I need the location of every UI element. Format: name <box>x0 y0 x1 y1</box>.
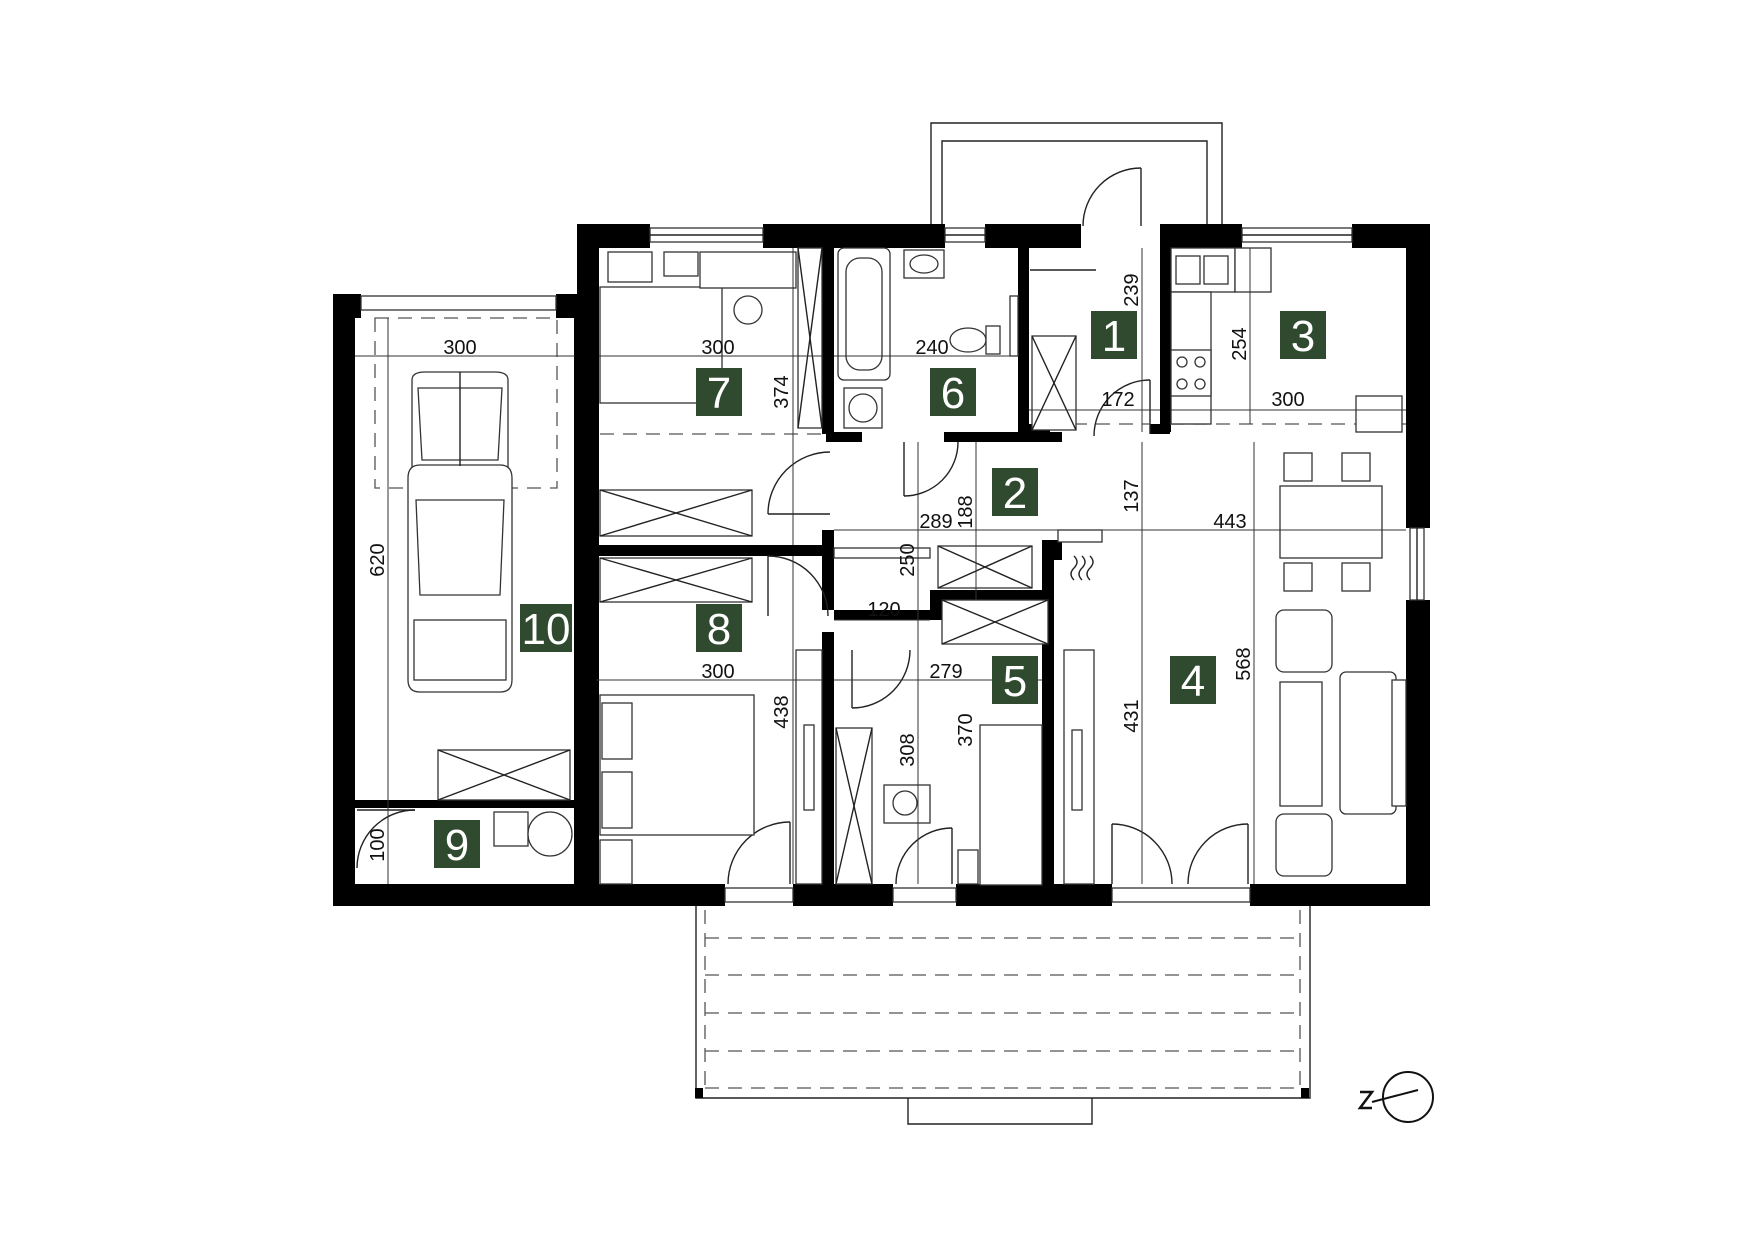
dim-room8-depth: 438 <box>771 695 793 728</box>
room-badges: 1 2 3 4 5 6 7 8 9 10 <box>434 311 1326 870</box>
svg-text:2: 2 <box>1003 469 1027 518</box>
dim-room7-width: 300 <box>701 337 734 359</box>
dim-living-d1: 431 <box>1121 699 1143 732</box>
dim-room3-depth: 254 <box>1229 327 1251 360</box>
doors <box>356 167 1249 885</box>
dim-hall-d: 250 <box>897 543 919 576</box>
dim-room1-width: 172 <box>1101 389 1134 411</box>
terrace <box>695 896 1311 1125</box>
room-badge-6: 6 <box>930 368 976 418</box>
svg-text:6: 6 <box>941 369 965 418</box>
room-badge-5: 5 <box>992 656 1038 706</box>
dim-hall-a: 289 <box>919 511 952 533</box>
room-badge-2: 2 <box>992 468 1038 518</box>
walls <box>333 224 1430 906</box>
dim-room7-depth: 374 <box>771 375 793 408</box>
svg-text:1: 1 <box>1102 312 1126 361</box>
room-badge-7: 7 <box>696 368 742 418</box>
dim-garage-length: 620 <box>367 543 389 576</box>
dim-room8-width: 300 <box>701 661 734 683</box>
svg-text:7: 7 <box>707 369 731 418</box>
room-badge-4: 4 <box>1170 656 1216 706</box>
car-icon <box>407 371 513 693</box>
dim-room3-width: 300 <box>1271 389 1304 411</box>
furniture <box>407 247 1407 886</box>
dim-hall-e: 120 <box>867 599 900 621</box>
room-badge-9: 9 <box>434 820 480 870</box>
north-arrow-icon <box>1357 1071 1434 1123</box>
dimension-labels: 300 620 100 300 374 240 239 172 254 300 … <box>367 273 1305 861</box>
dim-room5-width: 279 <box>929 661 962 683</box>
dim-room6-width: 240 <box>915 337 948 359</box>
svg-text:3: 3 <box>1291 312 1315 361</box>
svg-text:10: 10 <box>522 605 571 654</box>
svg-text:5: 5 <box>1003 657 1027 706</box>
dim-living-d2: 568 <box>1233 647 1255 680</box>
dim-utility-depth: 100 <box>367 828 389 861</box>
dim-living-width: 443 <box>1213 511 1246 533</box>
dim-hall-b: 188 <box>955 495 977 528</box>
dim-garage-width: 300 <box>443 337 476 359</box>
room-badge-8: 8 <box>696 604 742 654</box>
room-badge-1: 1 <box>1091 311 1137 361</box>
room-badge-10: 10 <box>520 604 572 654</box>
dim-room1-depth: 239 <box>1121 273 1143 306</box>
fireplace-icon <box>1070 555 1094 581</box>
svg-text:8: 8 <box>707 605 731 654</box>
dim-room5-d2: 370 <box>955 713 977 746</box>
windows <box>360 227 1425 903</box>
dim-room5-d1: 308 <box>897 733 919 766</box>
svg-text:9: 9 <box>445 821 469 870</box>
dimension-lines <box>355 248 1406 884</box>
balcony-top <box>930 122 1223 226</box>
dim-hall-c: 137 <box>1121 479 1143 512</box>
room-badge-3: 3 <box>1280 311 1326 361</box>
svg-text:4: 4 <box>1181 657 1205 706</box>
